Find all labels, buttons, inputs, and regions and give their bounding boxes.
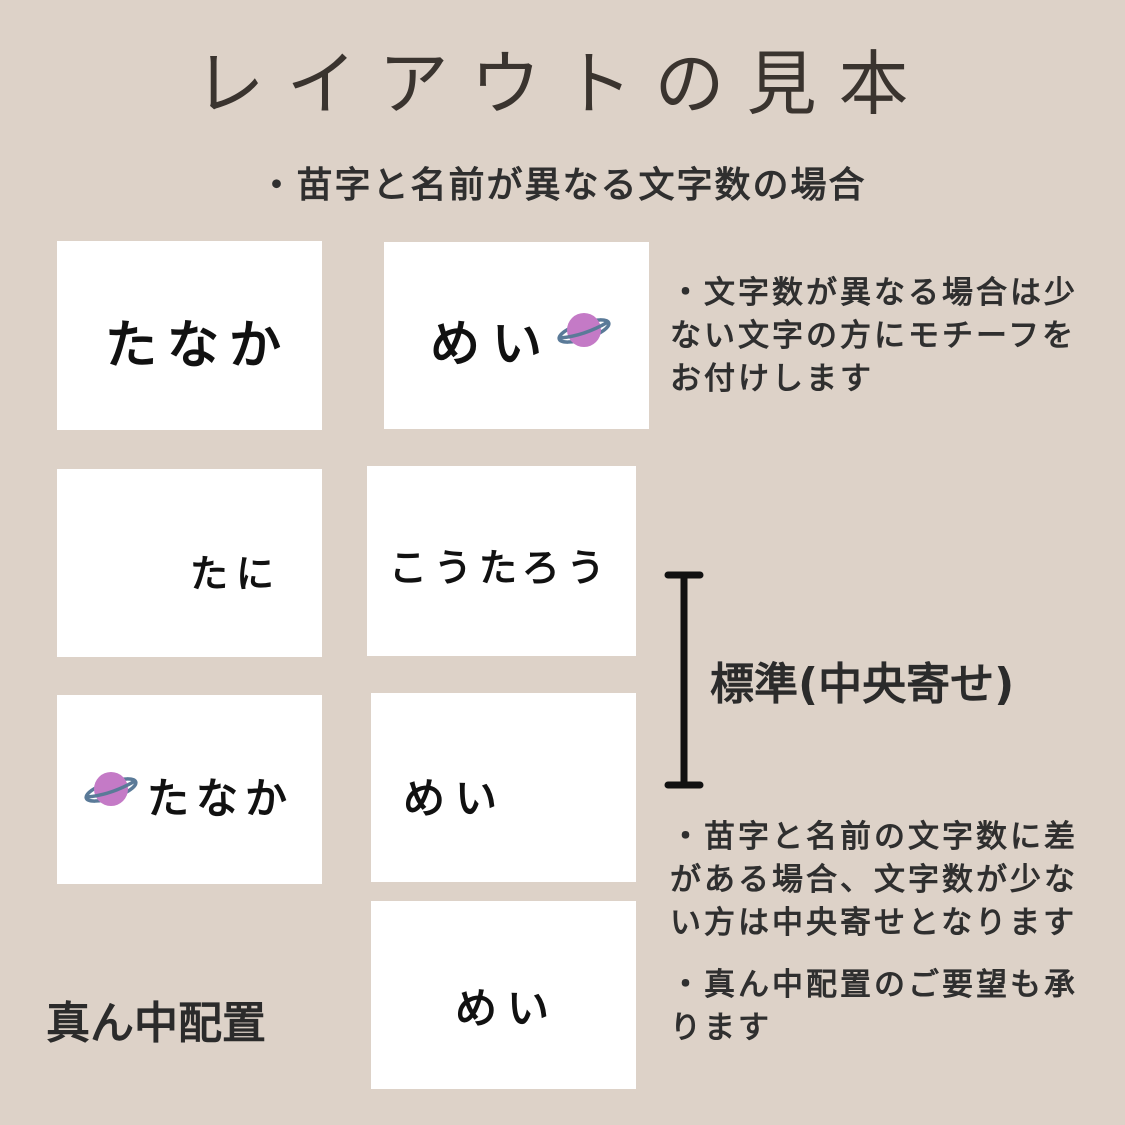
label-center: 真ん中配置 — [46, 998, 266, 1049]
sample-text: たなか — [147, 774, 295, 823]
label-standard: 標準(中央寄せ) — [710, 659, 1015, 710]
sample-text: こうたろう — [389, 546, 612, 590]
planet-icon — [84, 772, 138, 806]
sample-text: めい — [403, 774, 508, 823]
sample-card-surname-3: たなか — [57, 695, 322, 884]
note-motif: ・文字数が異なる場合は少 ない文字の方にモチーフを お付けします — [670, 275, 1078, 397]
sample-text: たなか — [105, 316, 292, 376]
bracket-icon — [664, 571, 704, 789]
sample-text: たに — [190, 552, 283, 596]
sample-card-center: めい — [371, 901, 636, 1089]
sample-text: めい — [430, 315, 554, 373]
sample-card-name-3: めい — [371, 693, 636, 882]
sample-card-surname-2: たに — [57, 469, 322, 657]
page-subtitle: ・苗字と名前が異なる文字数の場合 — [258, 165, 867, 206]
sample-card-surname-1: たなか — [57, 241, 322, 430]
sample-card-name-2: こうたろう — [367, 466, 636, 656]
sample-text: めい — [455, 984, 560, 1033]
note-center-request: ・真ん中配置のご要望も承 ります — [670, 967, 1078, 1046]
planet-icon — [557, 313, 611, 347]
sample-card-name-1: めい — [384, 242, 649, 429]
page-title: レイアウトの見本 — [194, 43, 931, 125]
note-centering: ・苗字と名前の文字数に差 がある場合、文字数が少な い方は中央寄せとなります — [670, 819, 1078, 941]
